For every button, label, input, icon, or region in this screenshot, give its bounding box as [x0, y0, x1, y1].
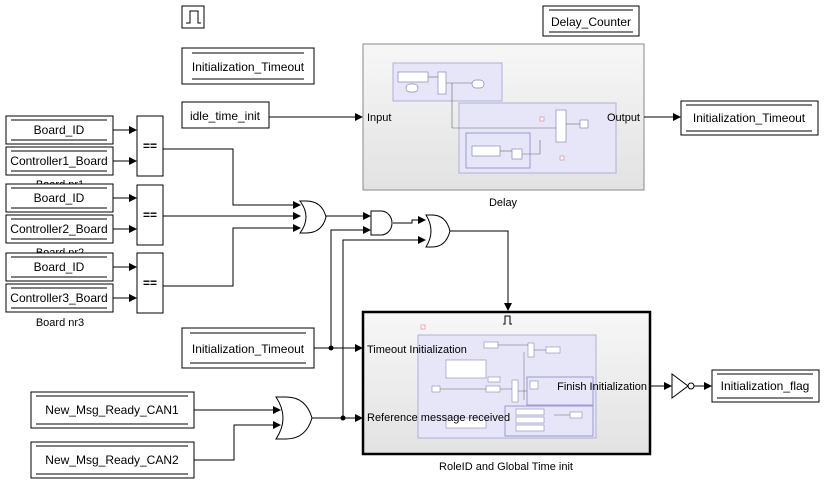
relational-op-1-symbol: == [143, 139, 157, 153]
relational-op-3[interactable]: == [136, 252, 164, 314]
relational-op-3-symbol: == [143, 276, 157, 290]
init-timeout-goto-block[interactable]: Initialization_Timeout [680, 100, 819, 136]
delay-thumbnail [392, 62, 617, 174]
new-msg-can2-block[interactable]: New_Msg_Ready_CAN2 [30, 441, 195, 479]
roleid-subsystem-name: RoleID and Global Time init [439, 461, 573, 473]
board-id-1-block[interactable]: Board_ID [5, 115, 114, 145]
new-msg-can1-label: New_Msg_Ready_CAN1 [45, 403, 179, 417]
init-timeout-goto-label: Initialization_Timeout [693, 111, 806, 125]
roleid-port-finish: Finish Initialization [557, 381, 647, 393]
controller3-board-label: Controller3_Board [10, 291, 107, 305]
or-gate-final[interactable] [425, 214, 451, 248]
trigger-icon [503, 315, 512, 325]
board-id-1-label: Board_ID [34, 123, 85, 137]
controller2-board-label: Controller2_Board [10, 222, 107, 236]
board-nr3-label: Board nr3 [36, 317, 84, 329]
pulse-icon[interactable] [181, 5, 205, 29]
relational-op-1[interactable]: == [136, 115, 164, 177]
roleid-subsystem[interactable]: Timeout Initialization Reference message… [361, 310, 652, 473]
board-id-2-label: Board_ID [34, 191, 85, 205]
junction-dot [340, 415, 346, 421]
new-msg-can1-block[interactable]: New_Msg_Ready_CAN1 [30, 391, 195, 429]
new-msg-can2-label: New_Msg_Ready_CAN2 [45, 453, 179, 467]
roleid-port-ref: Reference message received [367, 412, 510, 424]
idle-time-init-block[interactable]: idle_time_init [181, 101, 270, 129]
relational-op-2[interactable]: == [136, 184, 164, 246]
board-id-3-block[interactable]: Board_ID [5, 252, 114, 282]
delay-port-output: Output [607, 112, 640, 124]
delay-port-input: Input [367, 112, 391, 124]
signal-lines [113, 113, 712, 461]
controller2-board-block[interactable]: Controller2_Board [5, 214, 114, 244]
init-timeout-from-block[interactable]: Initialization_Timeout [181, 47, 315, 85]
delay-counter-block[interactable]: Delay_Counter [542, 5, 640, 37]
init-timeout-from-2-label: Initialization_Timeout [192, 342, 305, 356]
initialization-flag-block[interactable]: Initialization_flag [711, 369, 820, 403]
roleid-port-timeout: Timeout Initialization [367, 344, 467, 356]
and-gate[interactable] [370, 210, 393, 236]
idle-time-init-label: idle_time_init [190, 109, 261, 123]
roleid-thumbnail [417, 324, 597, 439]
controller1-board-block[interactable]: Controller1_Board [5, 146, 114, 176]
junction-dot [328, 345, 334, 351]
board-id-2-block[interactable]: Board_ID [5, 183, 114, 213]
delay-subsystem[interactable]: Input Output Delay [362, 43, 645, 209]
or-gate-can[interactable] [275, 396, 313, 440]
init-timeout-from-label: Initialization_Timeout [192, 60, 305, 74]
board-id-3-label: Board_ID [34, 260, 85, 274]
controller1-board-label: Controller1_Board [10, 154, 107, 168]
init-timeout-from-2-block[interactable]: Initialization_Timeout [181, 327, 315, 369]
delay-counter-label: Delay_Counter [551, 15, 631, 29]
or-gate-boards[interactable] [299, 200, 327, 234]
controller3-board-block[interactable]: Controller3_Board [5, 283, 114, 313]
delay-subsystem-name: Delay [489, 197, 518, 209]
relational-op-2-symbol: == [143, 208, 157, 222]
initialization-flag-label: Initialization_flag [721, 379, 810, 393]
not-gate[interactable] [671, 373, 695, 399]
